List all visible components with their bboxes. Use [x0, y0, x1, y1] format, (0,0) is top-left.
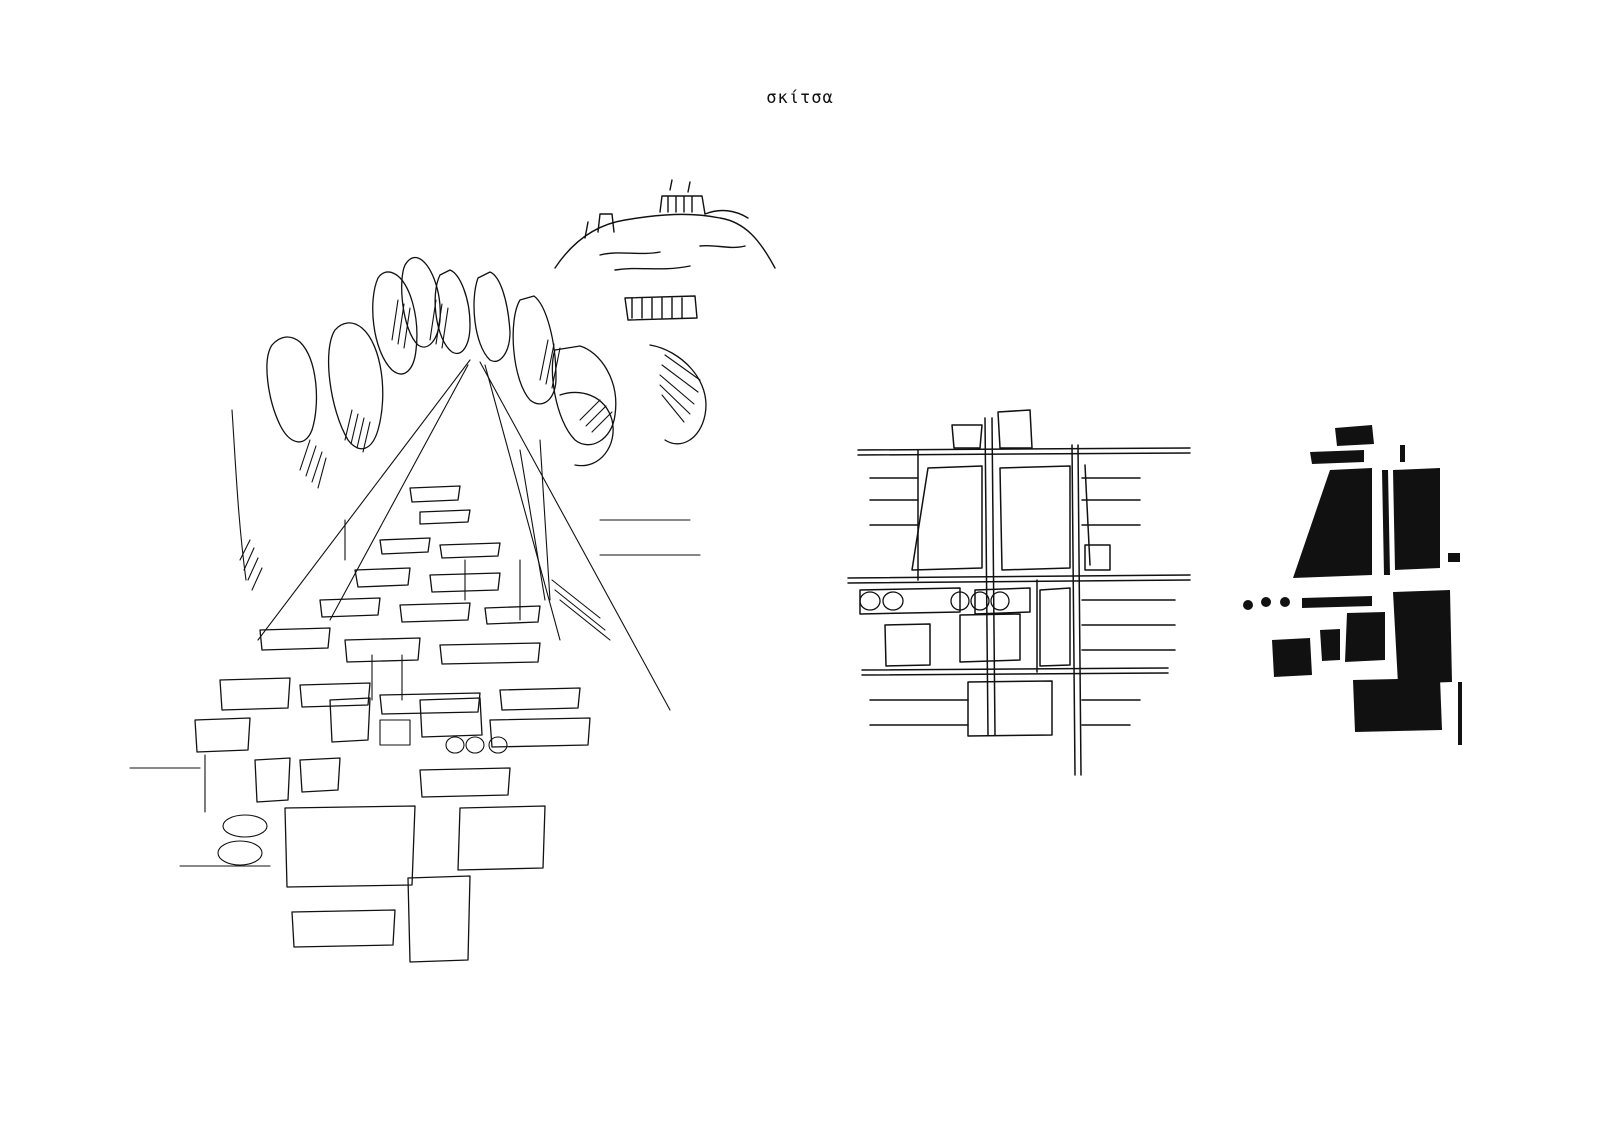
black-block — [1448, 553, 1460, 562]
black-dot — [1243, 600, 1253, 610]
black-block — [1293, 468, 1372, 578]
grid-street-extensions — [870, 478, 1175, 725]
black-dot — [1361, 597, 1369, 605]
black-block — [1393, 468, 1440, 570]
hill-with-ruins — [555, 180, 775, 320]
grid-blocks — [860, 410, 1110, 736]
city-blocks-plan — [195, 486, 590, 962]
black-block — [1272, 638, 1312, 677]
black-block — [1400, 445, 1405, 462]
black-dot — [1280, 597, 1290, 607]
black-block — [1345, 612, 1385, 662]
black-dot — [1346, 597, 1354, 605]
grid-circles — [860, 592, 1009, 610]
street-perspective-lines — [232, 360, 700, 710]
tree-shading — [240, 300, 700, 640]
black-dot — [1261, 597, 1271, 607]
black-block — [1382, 470, 1390, 575]
page-title: σκίτσα — [766, 88, 834, 108]
black-block — [1320, 629, 1340, 661]
city-block-details — [130, 520, 520, 866]
tree-canopies — [267, 257, 706, 465]
black-block — [1310, 450, 1364, 464]
black-block — [1458, 682, 1462, 745]
black-block — [1302, 596, 1372, 608]
black-block — [1393, 590, 1452, 684]
black-block — [1335, 425, 1374, 446]
black-block — [1353, 678, 1442, 732]
